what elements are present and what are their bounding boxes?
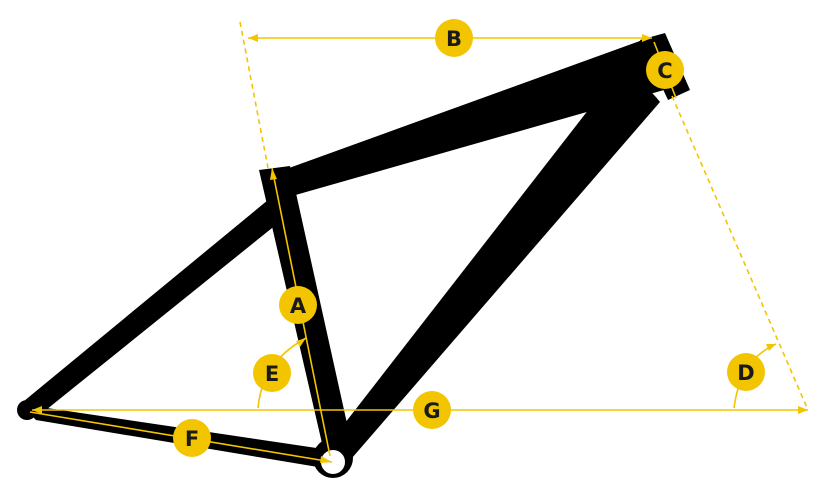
arrowhead bbox=[270, 168, 277, 180]
arrowhead bbox=[248, 34, 258, 42]
label-badge-g: G bbox=[413, 391, 451, 429]
seat-tube-extension-dashed bbox=[239, 21, 269, 169]
label-badge-b: B bbox=[435, 19, 473, 57]
label-e: E bbox=[265, 362, 279, 386]
arrowhead bbox=[32, 406, 42, 414]
bottom-bracket-shell bbox=[319, 448, 347, 476]
arrowhead bbox=[798, 406, 808, 414]
label-d: D bbox=[737, 361, 754, 385]
bike-frame bbox=[17, 33, 690, 478]
label-badge-c: C bbox=[646, 51, 684, 89]
label-a: A bbox=[290, 294, 307, 318]
arrowhead bbox=[642, 34, 652, 42]
label-badge-e: E bbox=[253, 354, 291, 392]
label-g: G bbox=[423, 399, 440, 423]
label-f: F bbox=[185, 427, 199, 451]
label-badge-f: F bbox=[173, 419, 211, 457]
label-c: C bbox=[657, 59, 672, 83]
top-tube bbox=[278, 38, 664, 196]
arrowhead bbox=[766, 344, 776, 351]
label-badge-d: D bbox=[727, 353, 765, 391]
down-tube bbox=[324, 78, 660, 460]
arrowhead bbox=[320, 456, 332, 463]
seat-stay bbox=[18, 200, 282, 418]
rear-dropout bbox=[17, 400, 37, 420]
head-tube-extension-dashed bbox=[671, 95, 809, 411]
arrowhead bbox=[296, 338, 306, 347]
label-b: B bbox=[446, 27, 462, 51]
label-badge-a: A bbox=[279, 286, 317, 324]
